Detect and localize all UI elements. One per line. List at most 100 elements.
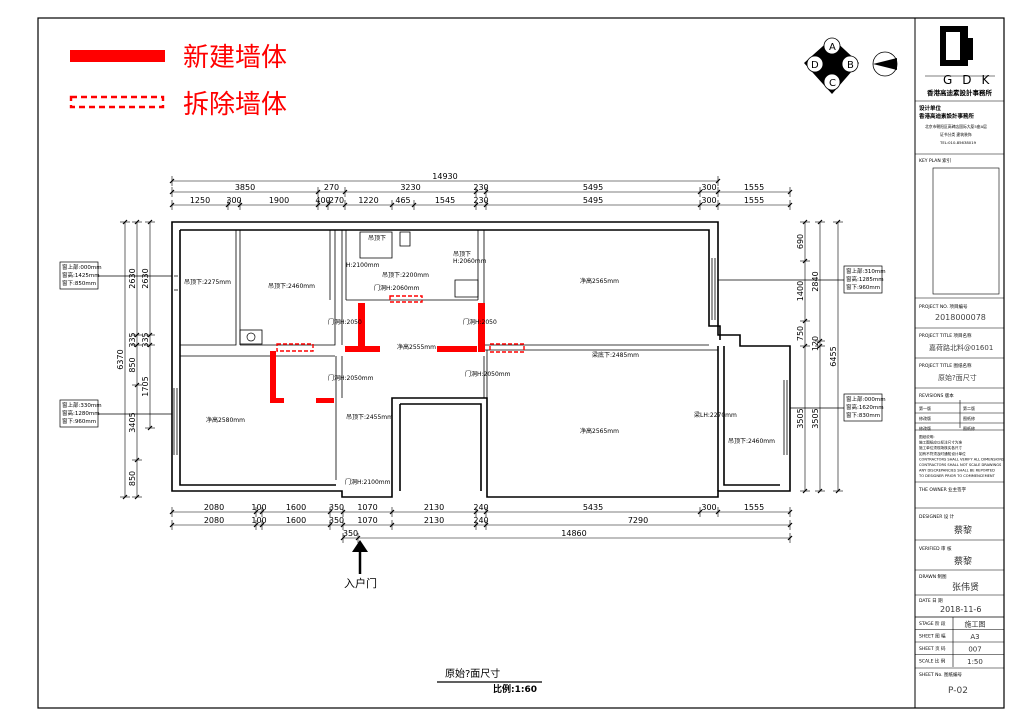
note-line: 施工单位须现场核实各尺寸 (919, 445, 963, 450)
dim-top-2: 300 (701, 196, 716, 205)
dim-left-outer: 6370 (116, 349, 125, 369)
dim-left-inner: 850 (128, 471, 137, 486)
company-name: 香港高迪素設計事務所 (927, 88, 993, 97)
revision-cell: 第二版 (963, 405, 975, 411)
address: 北京市朝阳区高碑店国际大厦5座A层 (925, 124, 987, 129)
compass-c: C (829, 78, 836, 89)
compass-b: B (847, 60, 854, 71)
dim-right-inner: 3505 (796, 408, 805, 428)
note-line: 如有不符须及时通知设计单位 (919, 451, 966, 456)
note-line: ANY DISCREPANCIES SHALL BE REPORTED (919, 469, 995, 473)
room-labels: 吊顶下:2275mm 吊顶下:2460mm 吊顶下 H:2100mm 吊顶下:2… (184, 235, 775, 486)
window-tag-left-top: 窗高:1425mm (62, 271, 100, 279)
dim-bottom-1: 2130 (424, 503, 444, 512)
window-tag-right-top: 窗上部:310mm (846, 267, 886, 275)
window-tag-right-top: 窗高:1285mm (846, 275, 884, 283)
dim-top-1: 300 (701, 183, 716, 192)
room-label: 吊顶下:2460mm (268, 283, 315, 290)
dim-bottom-2: 2080 (204, 516, 224, 525)
dim-top-2: 1220 (358, 196, 378, 205)
drawing-scale: 比例:1:60 (493, 683, 537, 695)
dim-top-2: 270 (329, 196, 344, 205)
compass-symbol: A B C D (804, 37, 898, 94)
drawn-name: 张伟贤 (952, 581, 979, 593)
drawing-title-block: 原始?面尺寸 比例:1:60 (437, 667, 542, 695)
compass-d: D (811, 60, 819, 71)
arrow-up-icon (352, 540, 368, 552)
room-label: H:2100mm (346, 262, 380, 269)
room-label: 净高2580mm (206, 416, 245, 424)
keyplan-box (932, 167, 1000, 295)
window-tags: 窗上部:000mm窗高:1425mm窗下:850mm窗上部:330mm窗高:12… (59, 261, 886, 428)
room-label: 吊顶下:2460mm (728, 438, 775, 445)
dim-right-inner2: 2840 (811, 271, 820, 291)
window-tag-right-mid: 窗上部:000mm (846, 395, 886, 403)
sheet-info-label: STAGE 阶 段 (919, 620, 946, 627)
dim-right-inner: 690 (796, 234, 805, 249)
dim-left-inner: 2630 (128, 268, 137, 288)
dim-bottom-1: 240 (473, 503, 488, 512)
sheet-info-value: 1:50 (967, 658, 983, 666)
drawing-name-label: PROJECT TITLE 图纸名称 (919, 362, 972, 369)
demolished-walls (276, 295, 525, 353)
dim-left-inner: 3405 (128, 412, 137, 432)
dim-top-2: 465 (395, 196, 410, 205)
demolish-wall-label: 拆除墙体 (183, 90, 287, 120)
dim-bottom-1: 350 (329, 503, 344, 512)
date-value: 2018-11-6 (940, 605, 981, 614)
dim-top-1: 1555 (744, 183, 764, 192)
date-label: DATE 日 期 (919, 598, 943, 604)
verified-label: VERIFIED 审 核 (919, 545, 952, 552)
revision-cell: 图纸修 (963, 415, 975, 421)
note-line: 施工图纸应以标注尺寸为准 (919, 440, 963, 445)
sink-fixture (239, 329, 263, 345)
new-walls (270, 303, 485, 403)
dim-bottom-1: 1070 (357, 503, 377, 512)
dim-left-inner: 850 (128, 357, 137, 372)
sheet-info-label: SCALE 比 例 (919, 658, 946, 665)
dim-left-inner2: 2630 (141, 268, 150, 288)
window-tag-left-top: 窗上部:000mm (62, 263, 102, 271)
demolish-wall-swatch (69, 95, 165, 109)
project-no-label: PROJECT NO. 项目编号 (919, 303, 968, 310)
sheet-frame (37, 17, 1005, 709)
verified-name: 蔡黎 (954, 555, 972, 567)
note-line: CONTRACTORS SHALL VERIFY ALL DIMENSIONS (919, 457, 1005, 461)
sheet-no-label: SHEET No. 图纸编号 (919, 671, 963, 678)
room-label: H:2060mm (453, 258, 487, 265)
dim-top-1: 5495 (583, 183, 603, 192)
room-label: 净高2565mm (580, 277, 619, 285)
designer-name: 蔡黎 (954, 524, 972, 536)
window-tag-right-top: 窗下:960mm (846, 283, 880, 291)
dim-top-2: 230 (473, 196, 488, 205)
owner-label: THE OWNER 业主签字 (918, 486, 967, 493)
dim-top-2: 5495 (583, 196, 603, 205)
telephone: TEL:010-85638019 (939, 140, 977, 145)
title-block: GDK 香港高迪素設計事務所 设计单位 香港高迪素設計事務所 北京市朝阳区高碑店… (915, 26, 1005, 696)
dim-bottom-1: 300 (701, 503, 716, 512)
dim-bottom-2: 350 (329, 516, 344, 525)
dim-bottom-1: 100 (251, 503, 266, 512)
room-label: 吊顶下 (368, 235, 386, 242)
dim-top-1: 3850 (235, 183, 255, 192)
dim-total-top: 14930 (432, 172, 457, 181)
entrance-arrow: 入户门 (344, 540, 377, 590)
building-walls (171, 221, 791, 498)
dim-top-1: 3230 (400, 183, 420, 192)
room-label: 吊顶下:2455mm (346, 414, 393, 421)
dim-top-1: 230 (473, 183, 488, 192)
dim-bottom-2: 240 (473, 516, 488, 525)
room-label: 门洞H:2050mm (328, 374, 374, 382)
outer-wall-inner (180, 229, 721, 340)
new-wall-label: 新建墙体 (183, 43, 287, 73)
dim-bottom-1: 5435 (583, 503, 603, 512)
note-line: TO DESIGNER PRIOR TO COMMENCEMENT (918, 474, 996, 478)
room-label: 净高2565mm (580, 427, 619, 435)
sheet-info-value: A3 (970, 633, 979, 641)
dim-top-1: 270 (324, 183, 339, 192)
dim-bottom-2: 1070 (357, 516, 377, 525)
dim-right-inner2: 120 (811, 336, 820, 351)
